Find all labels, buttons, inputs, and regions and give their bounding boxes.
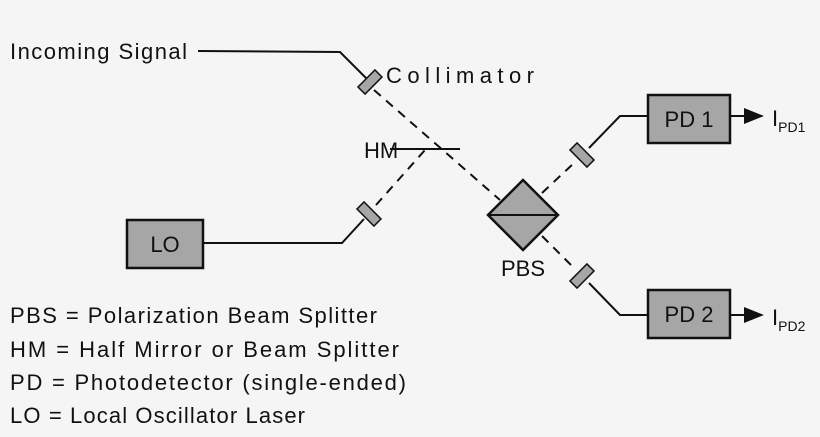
pd1-collimator (568, 141, 596, 169)
incoming-signal-label: Incoming Signal (10, 39, 187, 64)
signal-fiber (197, 50, 367, 79)
pbs-label: PBS (501, 256, 545, 281)
legend-item: PD = Photodetector (single-ended) (10, 370, 406, 395)
pd2-beam (541, 235, 575, 269)
pd1-label: PD 1 (665, 107, 714, 132)
signal-beam (373, 89, 501, 201)
legend-item: PBS = Polarization Beam Splitter (10, 303, 377, 328)
pd2-label: PD 2 (665, 302, 714, 327)
lo-beam (375, 149, 426, 206)
pd2-box (646, 288, 732, 340)
pd1-fiber (588, 115, 648, 149)
legend-item: HM = Half Mirror or Beam Splitter (10, 337, 399, 362)
pd1-beam (541, 162, 575, 194)
lo-label: LO (150, 232, 179, 257)
hm-label: HM (364, 138, 398, 163)
ipd1-label: IPD1 (772, 106, 806, 135)
pd1-box (646, 93, 732, 145)
lo-fiber (203, 218, 365, 244)
lo-collimator (355, 200, 383, 228)
collimator-label: Collimator (386, 63, 534, 88)
legend-item: LO = Local Oscillator Laser (10, 403, 305, 428)
ipd2-label: IPD2 (772, 305, 806, 334)
pd2-collimator (568, 262, 596, 290)
legend: PBS = Polarization Beam Splitter HM = Ha… (10, 303, 406, 428)
lo-box (125, 218, 205, 270)
pd2-fiber (588, 282, 648, 316)
signal-collimator (356, 68, 384, 96)
